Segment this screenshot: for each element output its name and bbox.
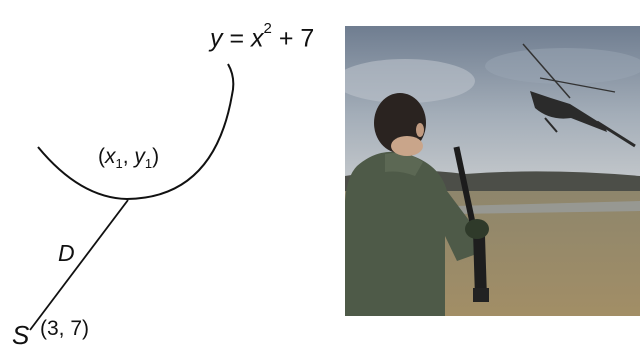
source-coords-label: (3, 7)	[40, 317, 90, 340]
soldier-helicopter-photo	[345, 26, 640, 316]
source-label: S	[12, 320, 30, 350]
curve-equation-label: y = x2 + 7	[210, 20, 315, 53]
cloud-shape	[345, 59, 475, 103]
field-road	[455, 201, 640, 214]
distance-line	[29, 199, 129, 331]
point-on-curve-label: (x1, y1)	[98, 145, 160, 172]
soldier-figure	[345, 93, 489, 316]
parabola-curve	[37, 63, 235, 201]
antenna-grip	[473, 231, 487, 302]
antenna-pole	[453, 146, 479, 238]
neck	[391, 136, 423, 156]
ear	[416, 123, 424, 137]
glove	[465, 219, 489, 239]
distance-label: D	[58, 240, 75, 266]
antenna-base	[473, 288, 489, 302]
helicopter-icon	[522, 43, 636, 148]
cloud-shape	[485, 48, 640, 84]
diagram-lines	[29, 63, 235, 331]
